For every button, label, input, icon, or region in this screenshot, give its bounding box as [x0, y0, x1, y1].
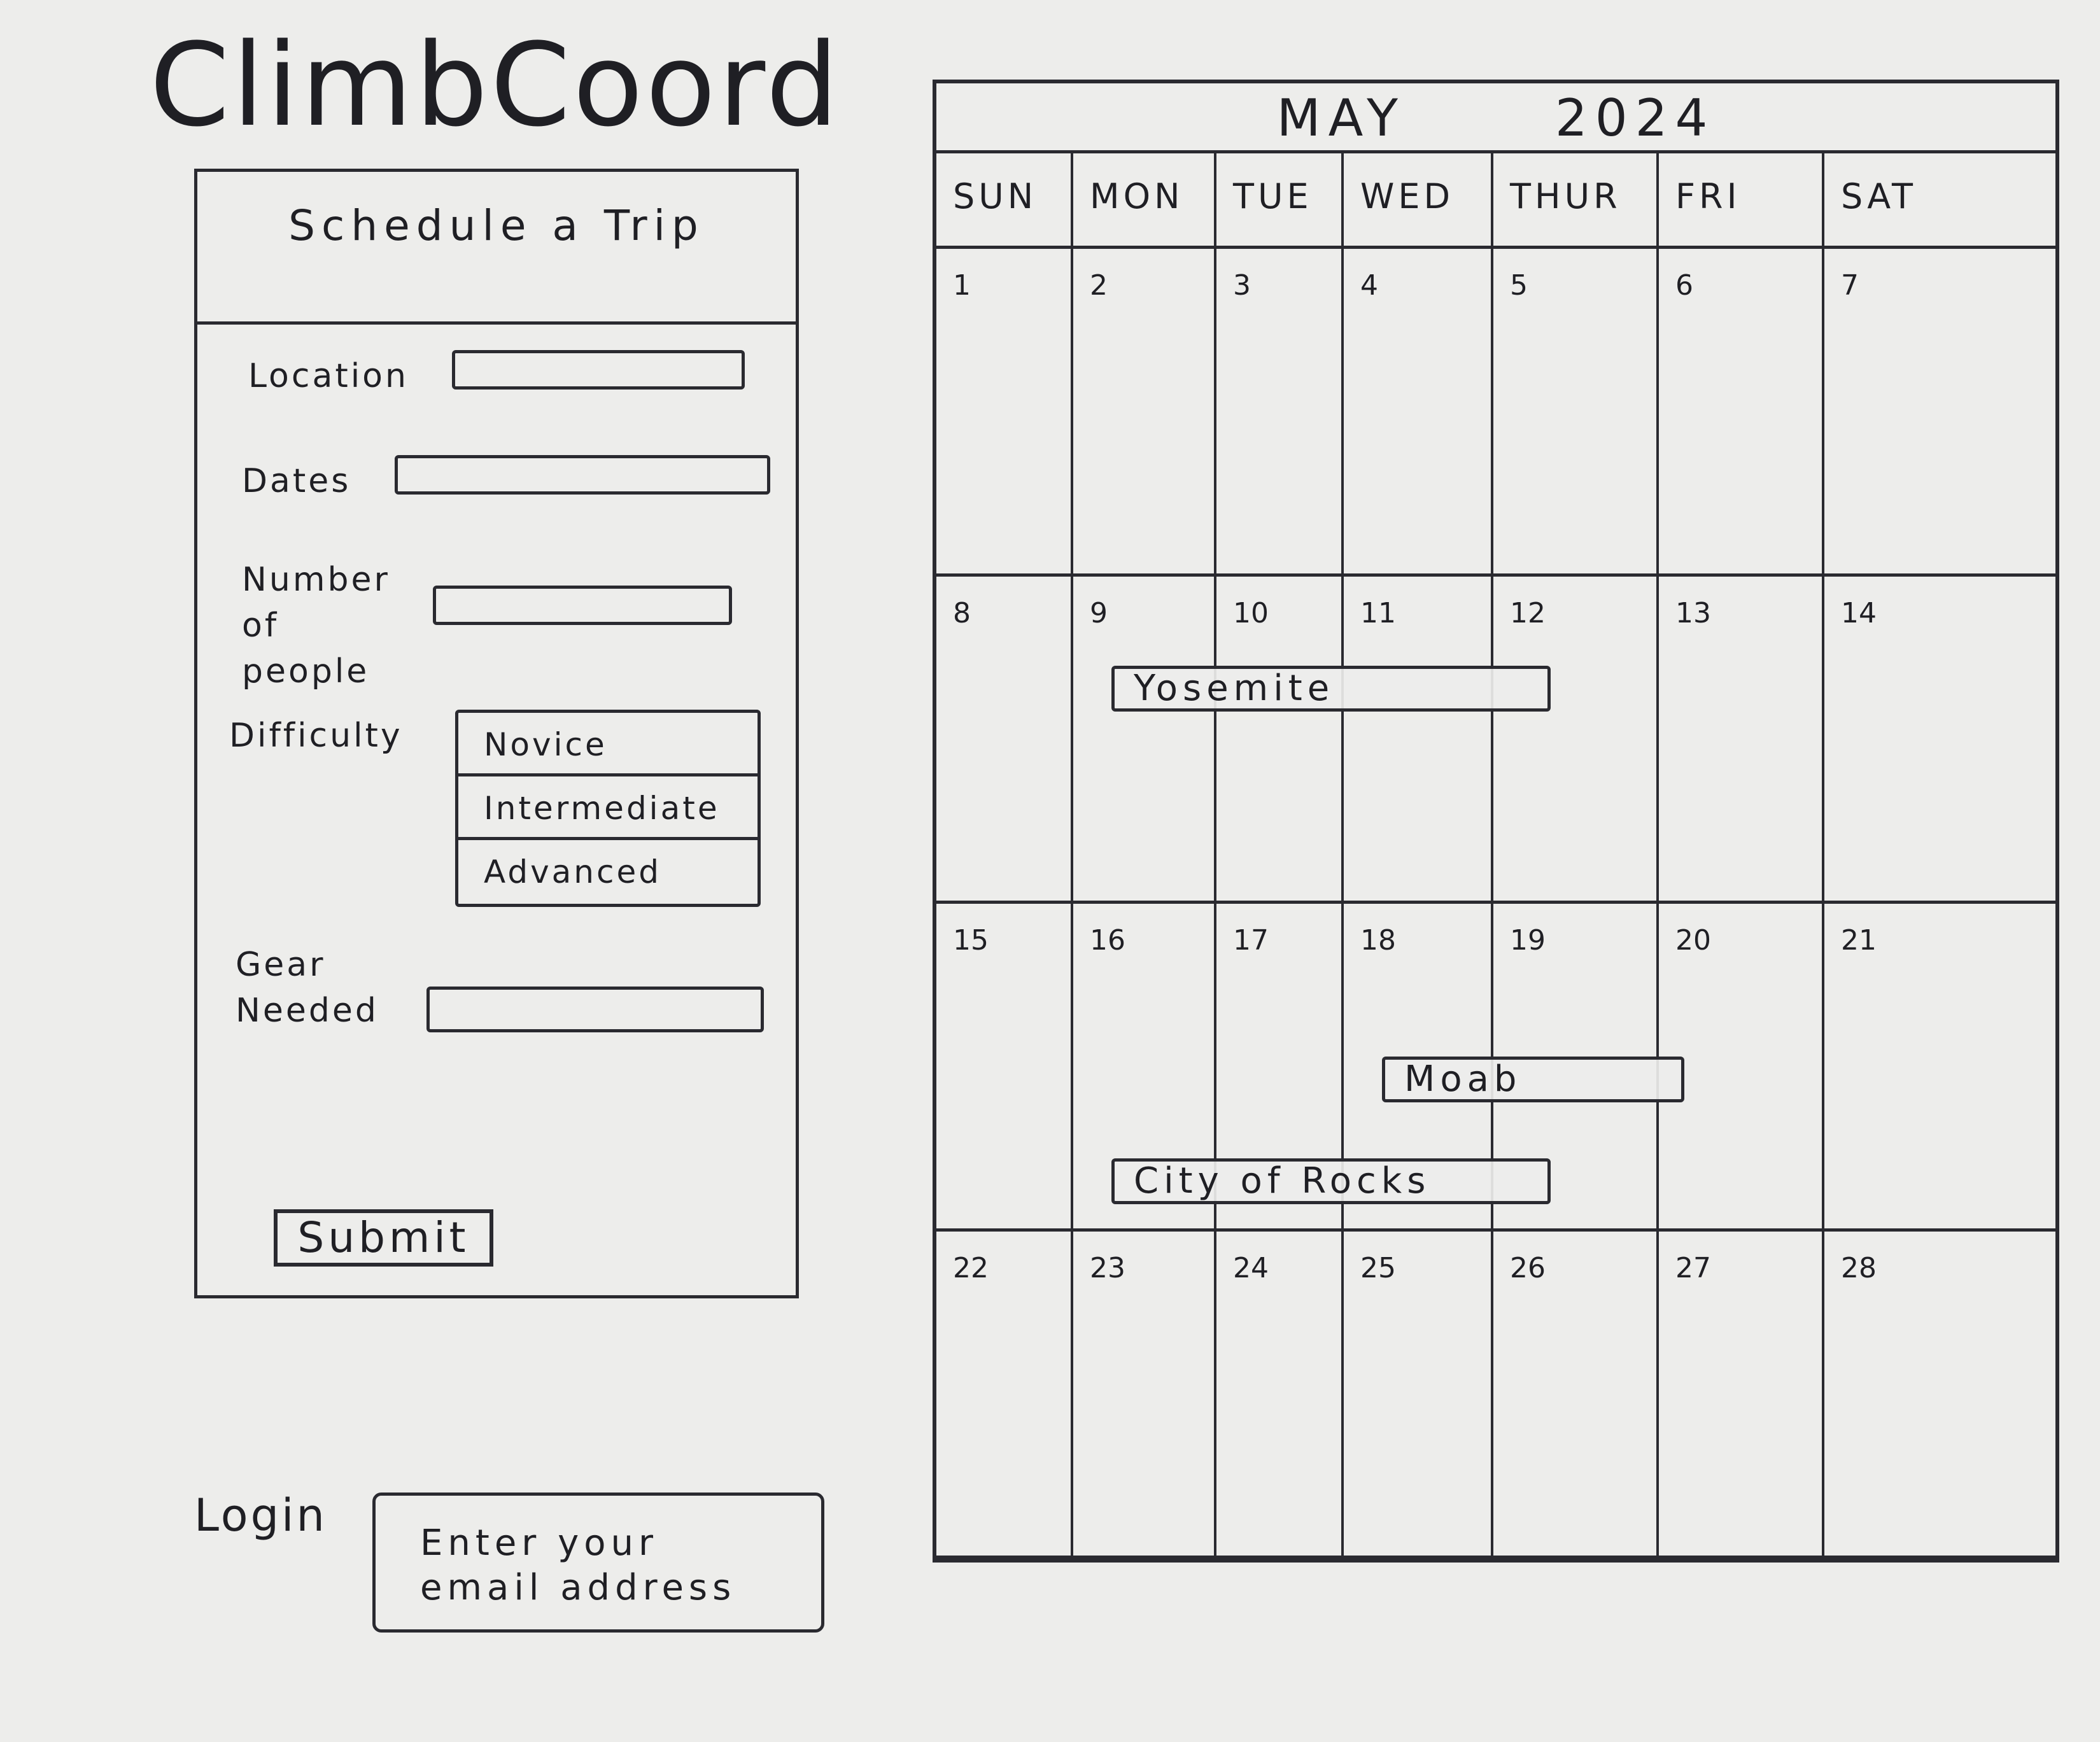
- location-label: Location: [248, 357, 409, 395]
- calendar-event-yosemite[interactable]: Yosemite: [1111, 665, 1551, 712]
- gear-needed-label: Gear Needed: [236, 946, 379, 1030]
- calendar-day-cell[interactable]: 9: [1073, 576, 1216, 901]
- calendar-day-cell[interactable]: 5: [1493, 249, 1659, 573]
- calendar-week-row: 1 2 3 4 5 6 7: [936, 249, 2055, 577]
- calendar-day-number: 17: [1233, 924, 1269, 957]
- dates-label: Dates: [242, 462, 351, 500]
- calendar-day-number: 3: [1233, 269, 1251, 302]
- calendar-day-number: 25: [1360, 1251, 1396, 1284]
- calendar-day-number: 9: [1090, 596, 1108, 629]
- calendar-day-number: 6: [1675, 269, 1693, 302]
- calendar-day-number: 26: [1510, 1251, 1546, 1284]
- calendar-day-number: 27: [1675, 1251, 1711, 1284]
- calendar-day-number: 14: [1841, 596, 1877, 629]
- calendar-day-number: 20: [1675, 924, 1711, 957]
- location-input[interactable]: [452, 350, 745, 390]
- difficulty-option-advanced[interactable]: Advanced: [484, 853, 661, 890]
- calendar-day-cell[interactable]: 16: [1073, 904, 1216, 1228]
- weekday-mon: MON: [1073, 153, 1216, 246]
- calendar-day-number: 15: [953, 924, 989, 957]
- schedule-trip-title: Schedule a Trip: [288, 201, 705, 250]
- weekday-fri: FRI: [1659, 153, 1824, 246]
- difficulty-option-novice[interactable]: Novice: [458, 713, 758, 776]
- login-label: Login: [194, 1489, 327, 1542]
- difficulty-option-intermediate[interactable]: Intermediate: [458, 776, 758, 840]
- calendar-day-cell[interactable]: 13: [1659, 576, 1824, 901]
- calendar-event-city-of-rocks[interactable]: City of Rocks: [1111, 1158, 1551, 1204]
- calendar-day-number: 21: [1841, 924, 1877, 957]
- calendar-day-cell[interactable]: 17: [1216, 904, 1344, 1228]
- calendar-day-cell[interactable]: 10: [1216, 576, 1344, 901]
- calendar-day-cell[interactable]: 20: [1659, 904, 1824, 1228]
- schedule-trip-panel: Schedule a Trip Location Dates Number of…: [194, 169, 799, 1298]
- calendar-day-number: 2: [1090, 269, 1108, 302]
- calendar-day-cell[interactable]: 12: [1493, 576, 1659, 901]
- submit-button[interactable]: Submit: [274, 1209, 493, 1267]
- calendar-day-number: 11: [1360, 596, 1396, 629]
- gear-needed-input[interactable]: [426, 987, 764, 1032]
- calendar-day-cell[interactable]: 8: [936, 576, 1073, 901]
- calendar-day-number: 19: [1510, 924, 1546, 957]
- calendar-day-cell[interactable]: 7: [1824, 249, 2055, 573]
- calendar-day-cell[interactable]: 11: [1344, 576, 1493, 901]
- calendar-day-cell[interactable]: 3: [1216, 249, 1344, 573]
- calendar-day-number: 10: [1233, 596, 1269, 629]
- schedule-trip-header: Schedule a Trip: [197, 169, 796, 325]
- number-of-people-input[interactable]: [433, 586, 732, 625]
- calendar-year: 2024: [1554, 88, 1716, 148]
- calendar-day-number: 4: [1360, 269, 1378, 302]
- email-field[interactable]: Enter your email address: [372, 1493, 824, 1633]
- calendar-day-number: 24: [1233, 1251, 1269, 1284]
- difficulty-label: Difficulty: [229, 717, 403, 755]
- calendar-month-title: MAY 2024: [936, 83, 2055, 153]
- calendar-week-row: 22 23 24 25 26 27 28: [936, 1231, 2055, 1559]
- weekday-wed: WED: [1344, 153, 1493, 246]
- weekday-sun: SUN: [936, 153, 1073, 246]
- calendar-day-number: 18: [1360, 924, 1396, 957]
- calendar-day-number: 16: [1090, 924, 1125, 957]
- calendar-event-moab[interactable]: Moab: [1382, 1057, 1684, 1102]
- weekday-tue: TUE: [1216, 153, 1344, 246]
- weekday-header-row: SUN MON TUE WED THUR FRI SAT: [936, 153, 2055, 249]
- calendar-day-cell[interactable]: 15: [936, 904, 1073, 1228]
- calendar-day-cell[interactable]: 1: [936, 249, 1073, 573]
- calendar-day-cell[interactable]: 27: [1659, 1231, 1824, 1556]
- calendar-day-number: 8: [953, 596, 971, 629]
- calendar-day-number: 28: [1841, 1251, 1877, 1284]
- difficulty-select[interactable]: Novice Intermediate Advanced: [455, 710, 761, 907]
- calendar-month: MAY: [1276, 88, 1406, 148]
- number-of-people-label: Number of people: [242, 561, 390, 691]
- calendar-day-cell[interactable]: 23: [1073, 1231, 1216, 1556]
- calendar-day-number: 13: [1675, 596, 1711, 629]
- calendar-day-cell[interactable]: 14: [1824, 577, 2055, 901]
- calendar-day-cell[interactable]: 28: [1824, 1232, 2055, 1556]
- calendar-day-cell[interactable]: 4: [1344, 249, 1493, 573]
- calendar-day-cell[interactable]: 22: [936, 1231, 1073, 1556]
- calendar-day-cell[interactable]: 26: [1493, 1231, 1659, 1556]
- calendar-day-number: 7: [1841, 269, 1859, 302]
- calendar-day-cell[interactable]: 6: [1659, 249, 1824, 573]
- calendar-day-cell[interactable]: 2: [1073, 249, 1216, 573]
- app-title: ClimbCoord: [150, 19, 842, 152]
- calendar-day-number: 23: [1090, 1251, 1125, 1284]
- dates-input[interactable]: [395, 455, 770, 495]
- calendar-day-cell[interactable]: 24: [1216, 1231, 1344, 1556]
- calendar-day-cell[interactable]: 21: [1824, 904, 2055, 1228]
- calendar-day-number: 1: [953, 269, 971, 302]
- calendar-week-row: 8 9 10 11 12 13 14: [936, 576, 2055, 904]
- weekday-sat: SAT: [1841, 176, 1917, 216]
- calendar-day-number: 5: [1510, 269, 1528, 302]
- calendar-day-number: 22: [953, 1251, 989, 1284]
- calendar-day-number: 12: [1510, 596, 1546, 629]
- weekday-thur: THUR: [1493, 153, 1659, 246]
- calendar-day-cell[interactable]: 25: [1344, 1231, 1493, 1556]
